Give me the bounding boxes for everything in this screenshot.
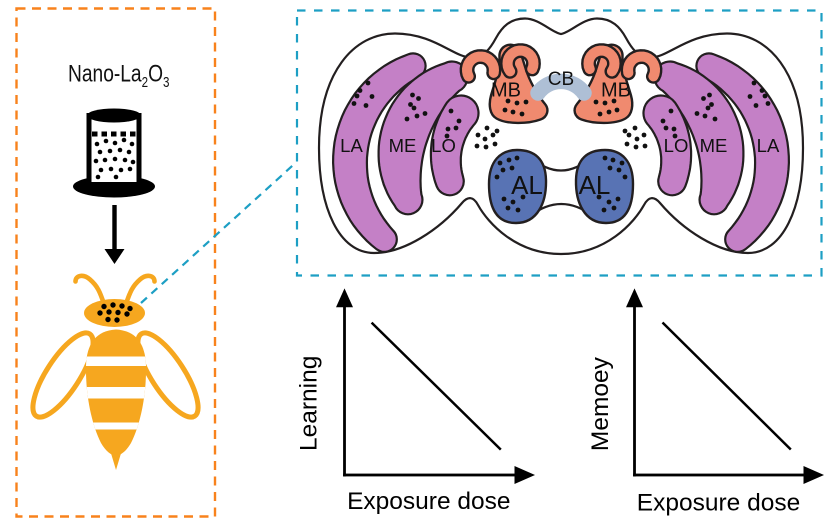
svg-text:MB: MB <box>491 80 521 102</box>
svg-text:Learning: Learning <box>296 356 323 451</box>
svg-text:ME: ME <box>389 135 417 156</box>
svg-text:AL: AL <box>579 170 611 200</box>
svg-text:Memoey: Memoey <box>587 356 614 451</box>
svg-text:Exposure dose: Exposure dose <box>637 490 800 517</box>
svg-text:Nano-La2O3: Nano-La2O3 <box>68 60 169 91</box>
svg-text:Exposure dose: Exposure dose <box>347 488 510 515</box>
svg-text:CB: CB <box>548 69 574 90</box>
svg-text:MB: MB <box>601 80 631 102</box>
svg-text:ME: ME <box>700 135 728 156</box>
svg-text:LA: LA <box>757 135 780 156</box>
svg-text:AL: AL <box>511 170 543 200</box>
svg-text:LA: LA <box>340 135 363 156</box>
svg-text:LO: LO <box>431 135 456 156</box>
svg-text:LO: LO <box>664 135 689 156</box>
